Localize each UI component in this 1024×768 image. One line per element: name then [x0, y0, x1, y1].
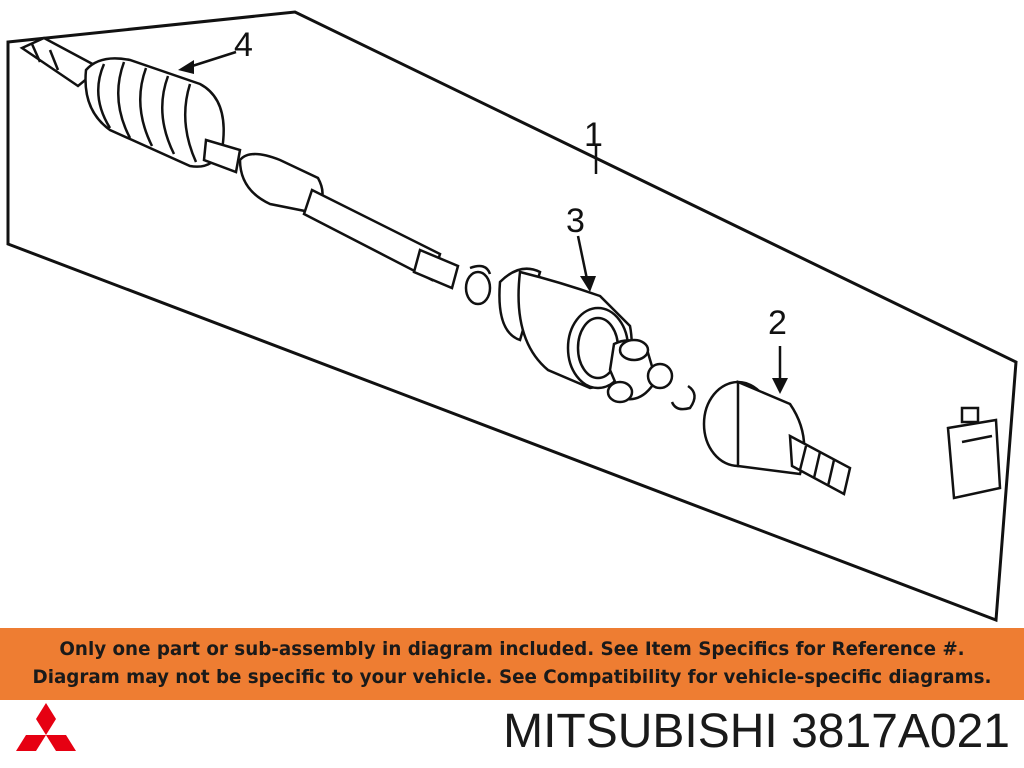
inner-cv-boot — [498, 267, 633, 390]
callout-1: 1 — [584, 116, 603, 154]
inner-cv-housing — [702, 380, 852, 496]
grease-bottle — [946, 406, 1002, 500]
callout-2-arrowhead — [772, 378, 788, 394]
part-number: 3817A021 — [791, 705, 1010, 758]
circlip — [670, 384, 696, 411]
parts-diagram: 4 1 3 2 — [6, 10, 1018, 623]
assembly-outline — [6, 10, 1018, 623]
outer-cv-boot — [84, 57, 225, 168]
snap-ring-1 — [464, 264, 492, 306]
callout-4: 4 — [234, 26, 253, 64]
callout-3-arrowhead — [580, 276, 596, 292]
callout-4-arrowhead — [178, 60, 194, 74]
brand-name: MITSUBISHI — [503, 705, 778, 758]
mitsubishi-logo-icon — [16, 703, 76, 751]
notice-line-1: Only one part or sub-assembly in diagram… — [59, 639, 965, 660]
compatibility-notice-banner: Only one part or sub-assembly in diagram… — [0, 628, 1024, 700]
callout-4-leader — [185, 50, 237, 70]
notice-line-2: Diagram may not be specific to your vehi… — [32, 667, 992, 688]
callout-3: 3 — [566, 202, 585, 240]
tripod-joint — [606, 338, 674, 404]
callout-2: 2 — [768, 304, 787, 342]
part-caption: MITSUBISHI 3817A021 — [503, 698, 1010, 766]
drive-shaft — [202, 138, 460, 290]
